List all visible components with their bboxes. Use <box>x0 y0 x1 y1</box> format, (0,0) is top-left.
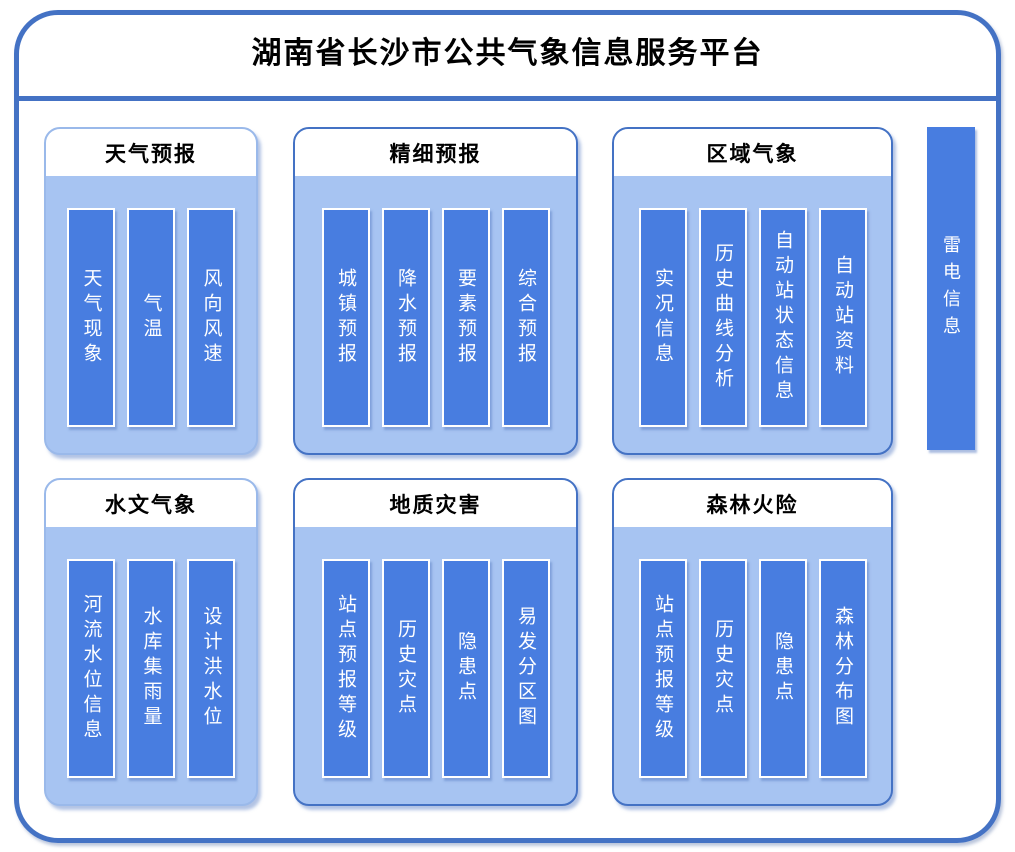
panel-weather-forecast-header: 天气预报 <box>46 129 256 176</box>
bar-label: 水库集雨量 <box>140 606 162 731</box>
lightning-info-bar: 雷电信息 <box>927 127 975 450</box>
bar-label: 站点预报等级 <box>335 593 356 744</box>
bar-air-temperature: 气温 <box>127 208 175 427</box>
panel-weather-forecast: 天气预报 天气现象 气温 风向风速 <box>44 127 258 455</box>
panel-title: 天气预报 <box>105 142 197 166</box>
bar-label: 自动站资料 <box>832 255 853 380</box>
bar-label: 森林分布图 <box>832 606 853 731</box>
panel-fine-forecast: 精细预报 城镇预报 降水预报 要素预报 综合预报 <box>293 127 578 455</box>
panel-title: 水文气象 <box>105 493 197 517</box>
panel-title: 区域气象 <box>706 142 799 166</box>
bar-label: 城镇预报 <box>335 267 356 368</box>
panel-title: 森林火险 <box>706 493 799 517</box>
bar-station-forecast-grade-fire: 站点预报等级 <box>638 559 687 778</box>
bar-label: 天气现象 <box>80 267 102 368</box>
bar-history-curve-analysis: 历史曲线分析 <box>698 208 747 427</box>
bar-label: 隐患点 <box>772 631 793 706</box>
panel-regional-meteorology: 区域气象 实况信息 历史曲线分析 自动站状态信息 自动站资料 <box>612 127 893 455</box>
bar-label: 隐患点 <box>455 631 476 706</box>
panel-forest-fire-risk-header: 森林火险 <box>614 480 891 527</box>
bar-label: 历史灾点 <box>712 618 733 719</box>
panel-regional-meteorology-body: 实况信息 历史曲线分析 自动站状态信息 自动站资料 <box>614 176 891 453</box>
bar-label: 降水预报 <box>395 267 416 368</box>
panel-geological-disaster: 地质灾害 站点预报等级 历史灾点 隐患点 易发分区图 <box>293 478 578 806</box>
bar-river-water-level-info: 河流水位信息 <box>67 559 115 778</box>
bar-precipitation-forecast: 降水预报 <box>381 208 430 427</box>
bar-historical-disaster-points: 历史灾点 <box>381 559 430 778</box>
page-title: 湖南省长沙市公共气象信息服务平台 <box>251 37 764 70</box>
bar-wind-direction-speed: 风向风速 <box>187 208 235 427</box>
bar-label: 历史曲线分析 <box>712 242 733 393</box>
bar-comprehensive-forecast: 综合预报 <box>501 208 550 427</box>
bar-station-forecast-grade: 站点预报等级 <box>321 559 370 778</box>
bar-label: 河流水位信息 <box>80 593 102 744</box>
bar-element-forecast: 要素预报 <box>441 208 490 427</box>
panel-hydro-meteorology: 水文气象 河流水位信息 水库集雨量 设计洪水位 <box>44 478 258 806</box>
bar-label: 气温 <box>140 292 162 343</box>
bar-label: 易发分区图 <box>515 606 536 731</box>
bar-label: 风向风速 <box>200 267 222 368</box>
panel-hydro-meteorology-header: 水文气象 <box>46 480 256 527</box>
bar-label: 实况信息 <box>652 267 673 368</box>
panel-hydro-meteorology-body: 河流水位信息 水库集雨量 设计洪水位 <box>46 527 256 804</box>
bar-label: 自动站状态信息 <box>772 230 793 405</box>
bar-label: 站点预报等级 <box>652 593 673 744</box>
panel-title: 地质灾害 <box>389 493 482 517</box>
panel-fine-forecast-body: 城镇预报 降水预报 要素预报 综合预报 <box>295 176 576 453</box>
bar-town-forecast: 城镇预报 <box>321 208 370 427</box>
bar-auto-station-status-info: 自动站状态信息 <box>758 208 807 427</box>
bar-label: 要素预报 <box>455 267 476 368</box>
lightning-info-label: 雷电信息 <box>941 234 961 343</box>
panel-weather-forecast-body: 天气现象 气温 风向风速 <box>46 176 256 453</box>
bar-hidden-danger-points: 隐患点 <box>441 559 490 778</box>
panel-geological-disaster-body: 站点预报等级 历史灾点 隐患点 易发分区图 <box>295 527 576 804</box>
panel-fine-forecast-header: 精细预报 <box>295 129 576 176</box>
bar-label: 历史灾点 <box>395 618 416 719</box>
bar-susceptibility-zoning-map: 易发分区图 <box>501 559 550 778</box>
panel-forest-fire-risk-body: 站点预报等级 历史灾点 隐患点 森林分布图 <box>614 527 891 804</box>
panel-geological-disaster-header: 地质灾害 <box>295 480 576 527</box>
bar-label: 设计洪水位 <box>200 606 222 731</box>
bar-design-flood-level: 设计洪水位 <box>187 559 235 778</box>
panel-title: 精细预报 <box>389 142 482 166</box>
bar-forest-distribution-map: 森林分布图 <box>818 559 867 778</box>
bar-auto-station-data: 自动站资料 <box>818 208 867 427</box>
bar-live-info: 实况信息 <box>638 208 687 427</box>
bar-historical-disaster-points-fire: 历史灾点 <box>698 559 747 778</box>
bar-hidden-danger-points-fire: 隐患点 <box>758 559 807 778</box>
title-divider <box>14 96 1001 101</box>
outer-frame <box>14 10 1001 843</box>
bar-label: 综合预报 <box>515 267 536 368</box>
bar-weather-phenomena: 天气现象 <box>67 208 115 427</box>
panel-forest-fire-risk: 森林火险 站点预报等级 历史灾点 隐患点 森林分布图 <box>612 478 893 806</box>
bar-reservoir-rainfall: 水库集雨量 <box>127 559 175 778</box>
panel-regional-meteorology-header: 区域气象 <box>614 129 891 176</box>
